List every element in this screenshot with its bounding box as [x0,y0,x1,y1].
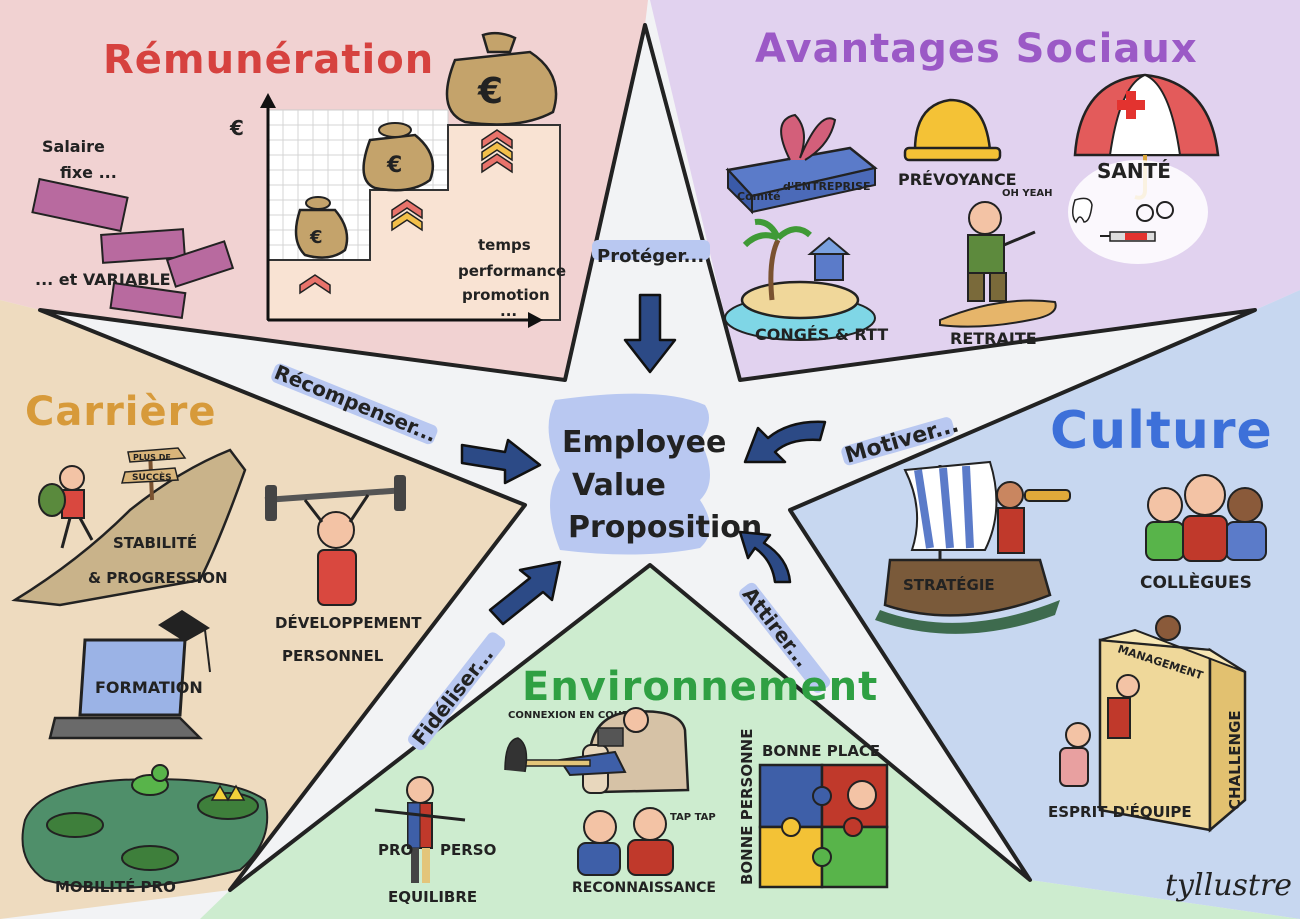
verb-proteger: Protéger... [597,246,704,267]
evp-value: Value [572,468,666,503]
label-retraite: RETRAITE [950,329,1037,348]
evp-employee: Employee [562,425,726,460]
balance-person-icon [374,776,466,883]
helmet-icon [903,98,1002,162]
colleagues-icon [1145,474,1267,562]
arrow-up-left [738,530,792,584]
label-conges: CONGÉS & RTT [755,325,888,344]
tooth-icon [1072,197,1093,224]
wall-challenge-icon [1059,615,1247,833]
recognition-icon [577,807,674,876]
gift-icon [725,113,878,215]
label-prevoyance: PRÉVOYANCE [898,170,1017,189]
sign-plus-de: PLUS DE [133,453,171,462]
recompenser-highlight [271,363,438,445]
label-salaire: Salaire [42,137,105,156]
label-mobilite: MOBILITÉ PRO [55,877,176,896]
svg-text:€: € [477,71,503,112]
arrow-up-right [488,560,562,626]
label-tap-tap: TAP TAP [670,812,716,823]
fideliser-highlight [408,632,506,751]
ship-icon [875,460,1071,634]
label-challenge: CHALLENGE [1226,710,1244,810]
label-pro: PRO [378,841,413,859]
svg-text:€: € [386,153,402,178]
label-developpement: DÉVELOPPEMENT [275,613,422,632]
label-personnel: PERSONNEL [282,647,384,665]
label-perso: PERSO [440,841,496,859]
euro-axis-label: € [229,116,244,140]
island-icon [724,218,876,341]
star-outline [38,23,1257,892]
title-culture: Culture [1050,401,1273,461]
label-progression: & PROGRESSION [88,569,228,587]
label-reconnaissance: RECONNAISSANCE [572,880,716,896]
label-strategie: STRATÉGIE [903,575,995,594]
pond-frog-icon [21,764,269,889]
glasses-icon [1136,201,1174,222]
chevron-icons [299,129,513,295]
label-stabilite: STABILITÉ [113,533,197,552]
money-bag-medium-icon: € [362,122,435,192]
arrow-down [623,293,677,374]
money-bag-large-icon: € [445,31,558,126]
label-esprit: ESPRIT D'ÉQUIPE [1048,802,1192,821]
label-sante: SANTÉ [1097,159,1171,183]
arrow-right [460,438,542,485]
money-bag-small-icon: € [294,196,349,259]
label-oh-yeah: OH YEAH [1002,188,1053,199]
svg-text:€: € [309,227,323,248]
syringe-icon [1100,231,1156,242]
title-environnement: Environnement [522,664,878,710]
note-temps: temps [478,236,531,254]
note-promotion: promotion [462,286,550,304]
label-bonne-place: BONNE PLACE [762,742,880,760]
puzzle-icon [758,763,889,889]
motiver-highlight [841,417,955,466]
label-equilibre: EQUILIBRE [388,888,477,906]
banknote-icons [31,177,235,320]
laptop-icon [48,610,211,740]
title-remuneration: Rémunération [103,37,434,83]
signature: tyllustre [1165,868,1292,903]
environnement-panel [200,565,1300,919]
evp-proposition: Proposition [568,510,762,545]
umbrella-icon [1073,73,1220,200]
attirer-highlight [739,582,831,693]
mountain-climber-icon [11,447,247,607]
retiree-surfer-icon [939,201,1057,328]
label-comite: Comité [737,190,781,203]
arrow-left [743,420,827,464]
label-collegues: COLLÈGUES [1140,571,1252,593]
proteger-highlight [592,240,710,260]
label-entreprise: d'ENTREPRISE [783,180,871,193]
title-avantages: Avantages Sociaux [755,26,1198,72]
title-carriere: Carrière [25,389,217,435]
label-connexion: CONNEXION EN COURS... [508,710,648,721]
label-bonne-personne: BONNE PERSONNE [738,729,756,885]
note-performance: performance [458,262,566,280]
label-variable: ... et VARIABLE [35,270,171,289]
weightlifter-icon [264,475,406,606]
note-ellipsis: ... [500,302,517,320]
armchair-icon [504,707,690,794]
evp-highlight [548,393,710,555]
label-fixe: fixe ... [60,163,117,182]
sign-succes: SUCCÈS [132,471,172,483]
label-formation: FORMATION [95,678,203,697]
